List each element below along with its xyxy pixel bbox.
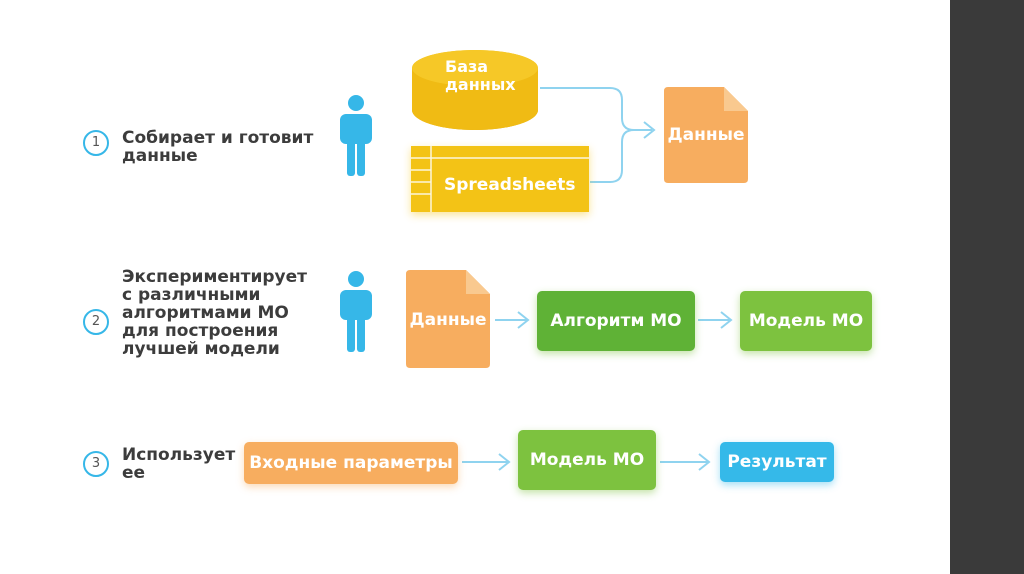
data-label: Данные: [409, 310, 487, 330]
step-number: 1: [83, 130, 109, 156]
step-text: Экспериментирует с различными алгоритмам…: [122, 267, 308, 359]
arrow-icon: [517, 311, 530, 329]
step-number: 2: [83, 309, 109, 335]
spreadsheets-label: Spreadsheets: [444, 175, 576, 195]
document-icon: Данные: [406, 270, 490, 368]
dark-side-panel: [950, 0, 1024, 574]
data-label: Данные: [667, 125, 745, 145]
person-icon: [340, 95, 372, 176]
document-icon: Данные: [664, 87, 748, 183]
spreadsheet-icon: Spreadsheets: [411, 146, 589, 212]
connector-arrows: [462, 87, 733, 471]
arrow-icon: [498, 453, 511, 471]
database-icon: [412, 50, 538, 130]
model-box: Модель МО: [740, 291, 872, 351]
result-box: Результат: [720, 442, 834, 482]
arrow-icon: [720, 311, 733, 329]
arrow-icon: [643, 121, 656, 139]
person-icon: [340, 271, 372, 352]
step-number: 3: [83, 451, 109, 477]
arrow-icon: [698, 453, 711, 471]
slide: 1 Собирает и готовит данные База данных …: [83, 50, 872, 490]
inputs-box: Входные параметры: [244, 442, 458, 484]
arrow-icon: [590, 129, 635, 183]
database-label: База данных: [445, 57, 516, 94]
model-box: Модель МО: [518, 430, 656, 490]
step-text: Использует ее: [122, 445, 236, 483]
step-text: Собирает и готовит данные: [122, 128, 314, 166]
arrow-icon: [540, 87, 652, 131]
algorithm-box: Алгоритм МО: [537, 291, 695, 351]
